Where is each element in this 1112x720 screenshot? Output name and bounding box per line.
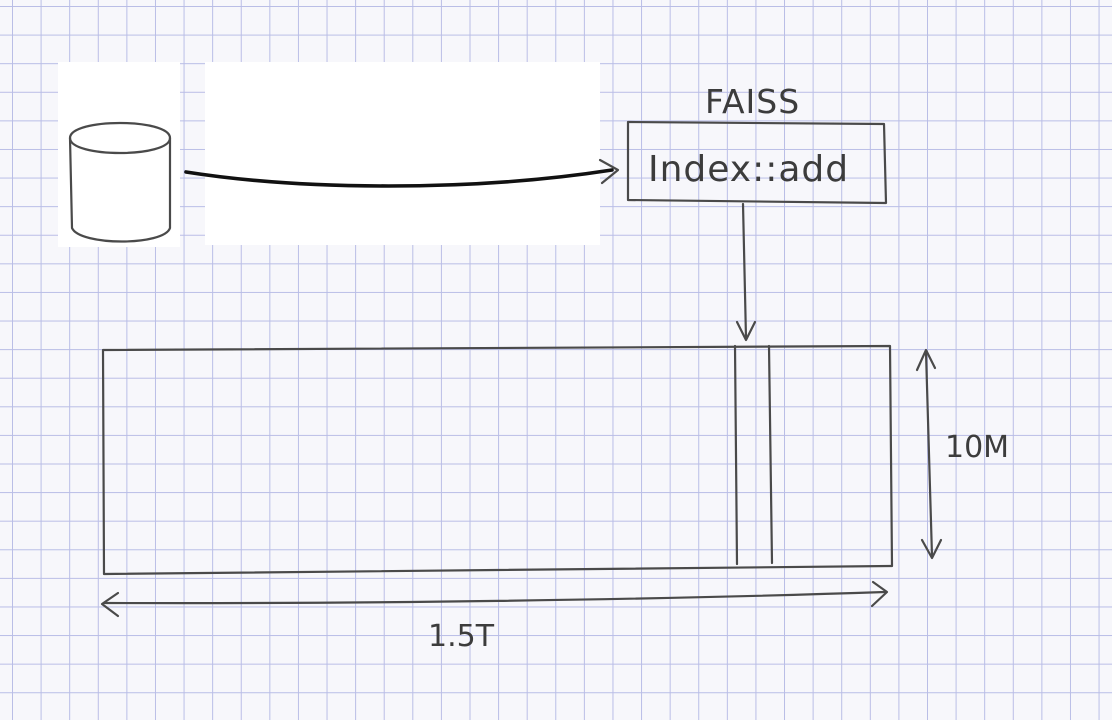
white-paper-patch-main bbox=[205, 62, 600, 245]
height-dimension-arrow bbox=[915, 348, 943, 560]
arrow-database-to-index bbox=[184, 158, 620, 188]
width-dimension-arrow bbox=[100, 580, 889, 618]
index-add-label: Index::add bbox=[648, 149, 849, 190]
white-paper-patch-left bbox=[58, 62, 180, 247]
arrow-index-to-matrix bbox=[735, 202, 757, 342]
index-add-box: Index::add bbox=[626, 120, 888, 205]
database-icon bbox=[68, 121, 172, 243]
faiss-label: FAISS bbox=[705, 82, 800, 121]
data-matrix-rect bbox=[101, 344, 894, 576]
height-label: 10M bbox=[945, 430, 1009, 465]
matrix-column-slice bbox=[733, 344, 774, 566]
width-label: 1.5T bbox=[428, 619, 495, 654]
